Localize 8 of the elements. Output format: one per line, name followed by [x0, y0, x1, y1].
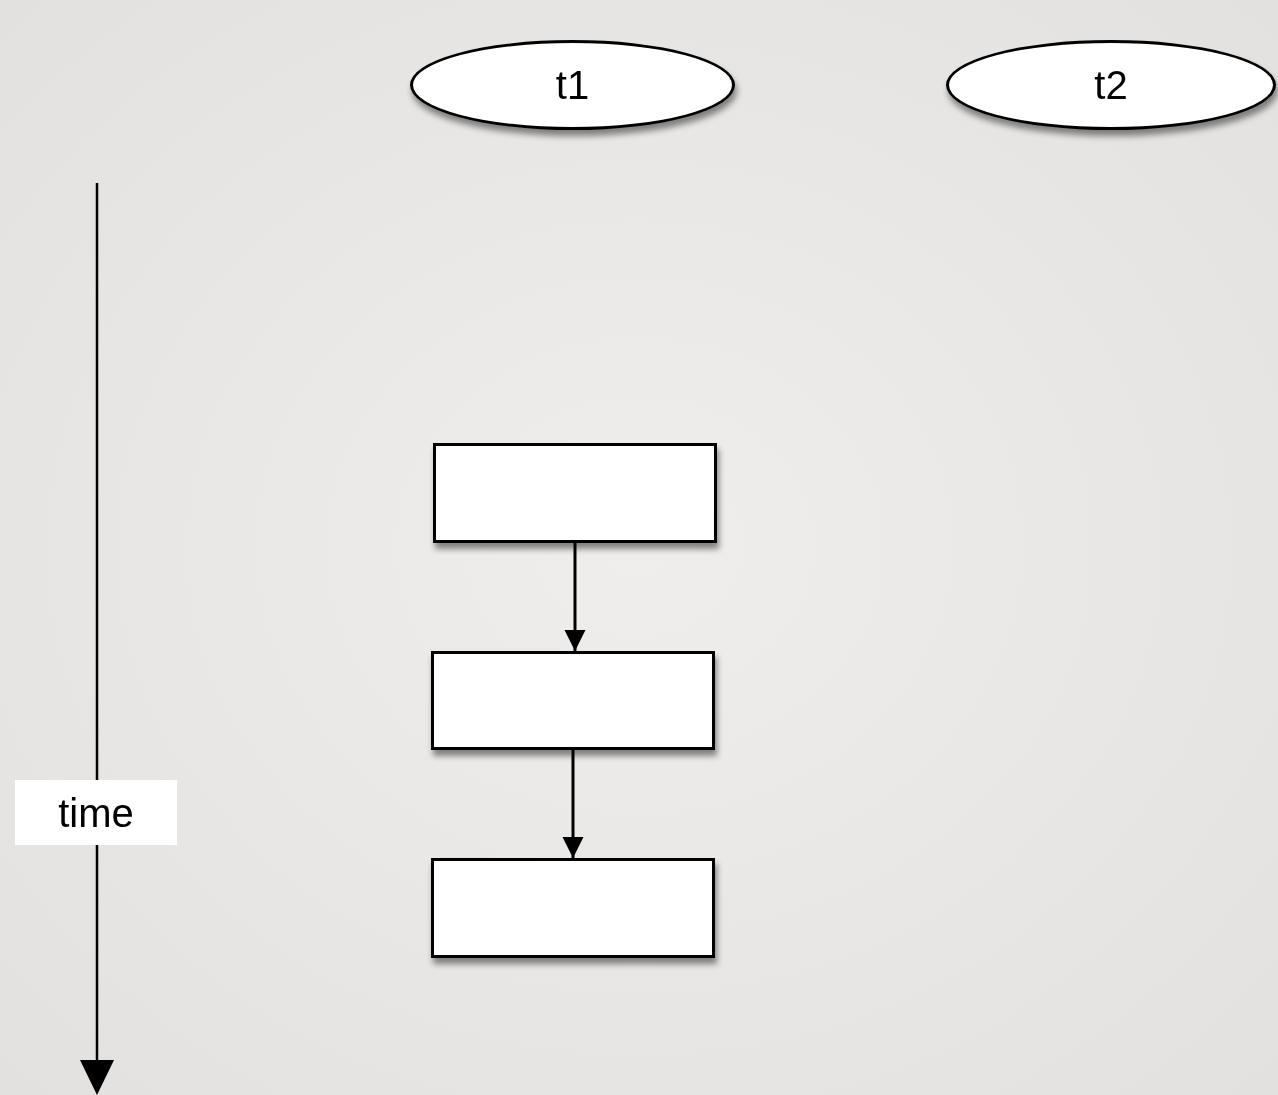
arrow — [562, 750, 584, 858]
axis-label: time — [15, 780, 177, 845]
process-box — [431, 858, 715, 958]
process-box — [433, 443, 717, 543]
node-label: t1 — [555, 65, 590, 105]
node-label: t2 — [1094, 65, 1128, 105]
arrow — [564, 543, 586, 651]
process-box — [431, 651, 715, 750]
